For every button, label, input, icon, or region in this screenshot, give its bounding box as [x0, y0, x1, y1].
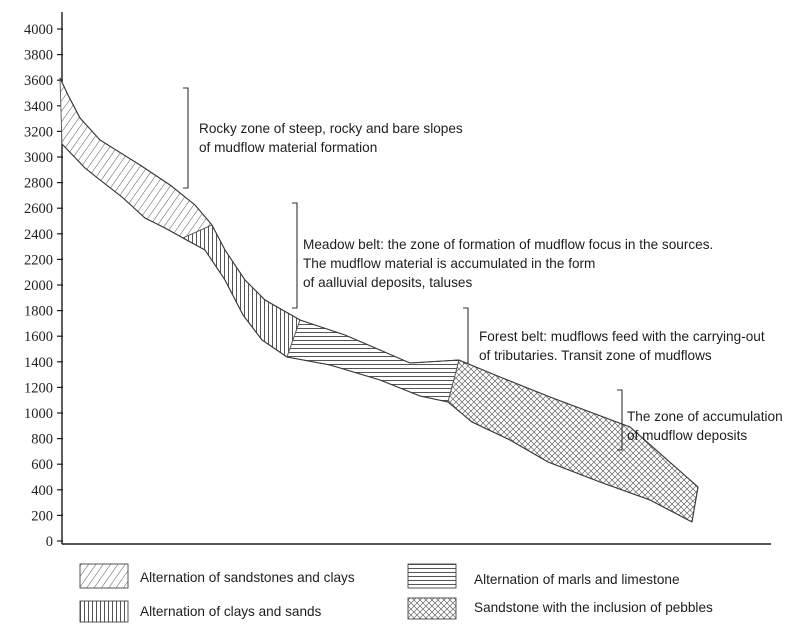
legend-swatch-sandstone-pebbles — [407, 597, 457, 620]
y-tick-label: 2800 — [24, 176, 53, 192]
legend-label-sandstone-pebbles: Sandstone with the inclusion of pebbles — [474, 600, 713, 615]
y-tick-label: 200 — [31, 508, 53, 524]
y-axis-ticks: 0 200 400 600 800 1000 1200 1400 1600 1800 2000 220… — [24, 22, 63, 550]
annotation-accumulation-line-2: of mudflow deposits — [627, 428, 747, 443]
y-tick-label: 3600 — [24, 73, 53, 89]
annotation-forest-line-1: Forest belt: mudflows feed with the carr… — [479, 329, 765, 344]
annotation-meadow-line-2: The mudflow material is accumulated in t… — [303, 256, 595, 271]
zone-marl-limestone — [286, 319, 460, 403]
bracket-rocky — [183, 87, 189, 189]
annotation-accumulation-line-1: The zone of accumulation — [627, 409, 783, 424]
zone-sandstone-clay — [59, 77, 213, 239]
y-tick-label: 2200 — [24, 252, 53, 268]
annotation-rocky-line-1: Rocky zone of steep, rocky and bare slop… — [199, 121, 463, 136]
y-tick-label: 600 — [31, 457, 53, 473]
profile-upper-edge — [59, 77, 699, 488]
bracket-meadow — [292, 202, 298, 309]
mudflow-profile — [59, 77, 699, 523]
zone-clay-sand — [181, 224, 301, 358]
annotation-rocky-line-2: of mudflow material formation — [199, 140, 377, 155]
y-tick-label: 400 — [31, 483, 53, 499]
y-tick-label: 2400 — [24, 227, 53, 243]
bracket-forest — [463, 307, 469, 364]
annotation-meadow-line-1: Meadow belt: the zone of formation of mu… — [303, 237, 713, 252]
y-tick-label: 2600 — [24, 201, 53, 217]
legend-swatch-marl-limestone — [407, 563, 457, 589]
legend-swatch-sandstone-clay — [79, 563, 129, 589]
y-tick-label: 1800 — [24, 304, 53, 320]
y-tick-label: 4000 — [24, 22, 53, 38]
y-tick-label: 1000 — [24, 406, 53, 422]
legend-label-sandstone-clay: Alternation of sandstones and clays — [140, 570, 355, 585]
legend: Alternation of sandstones and clays Alte… — [79, 563, 713, 623]
bracket-accumulation — [617, 389, 623, 451]
y-tick-label: 3800 — [24, 48, 53, 64]
y-tick-label: 2000 — [24, 278, 53, 294]
y-tick-label: 3400 — [24, 99, 53, 115]
legend-label-clay-sand: Alternation of clays and sands — [140, 604, 322, 619]
zone-brackets — [183, 87, 623, 451]
zone-annotations: Rocky zone of steep, rocky and bare slop… — [199, 121, 783, 443]
y-tick-label: 800 — [31, 432, 53, 448]
legend-swatch-clay-sand — [79, 600, 129, 623]
end-cap — [691, 486, 699, 523]
y-tick-label: 0 — [46, 534, 53, 550]
legend-label-marl-limestone: Alternation of marls and limestone — [474, 572, 680, 587]
profile-lower-edge — [61, 143, 693, 523]
y-tick-label: 3000 — [24, 150, 53, 166]
y-tick-label: 1200 — [24, 380, 53, 396]
y-tick-label: 1600 — [24, 329, 53, 345]
annotation-meadow-line-3: of aalluvial deposits, taluses — [303, 275, 472, 290]
annotation-forest-line-2: of tributaries. Transit zone of mudflows — [479, 348, 712, 363]
y-tick-label: 3200 — [24, 124, 53, 140]
y-tick-label: 1400 — [24, 355, 53, 371]
